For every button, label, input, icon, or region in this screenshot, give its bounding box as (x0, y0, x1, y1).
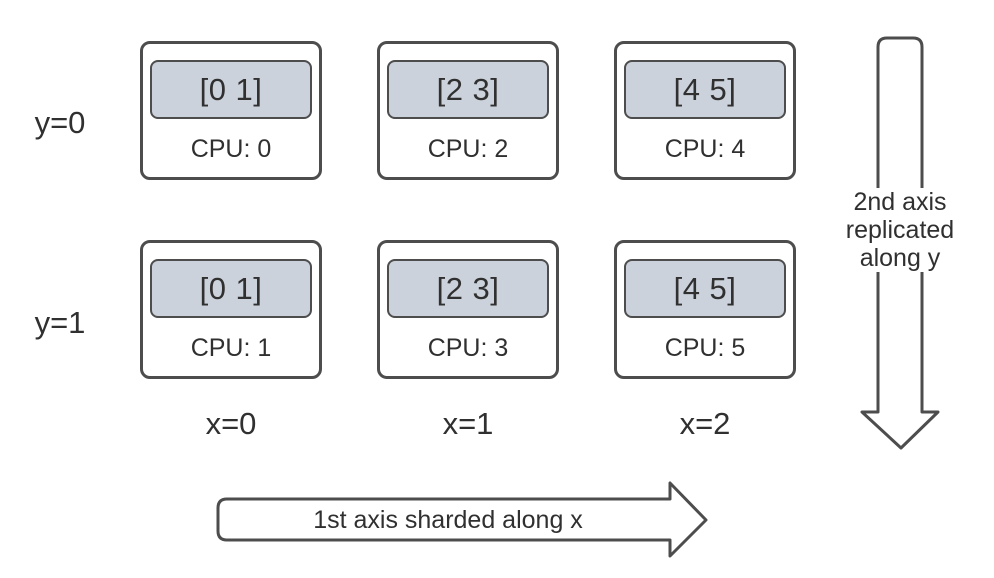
shard-data: [0 1] (150, 60, 312, 119)
col-label-x1: x=1 (442, 406, 494, 441)
right-arrow-icon (216, 481, 708, 558)
col-label-x2: x=2 (679, 406, 731, 441)
row-label-y1: y=1 (34, 305, 86, 340)
y-axis-caption-line: along y (859, 244, 941, 272)
cpu-label: CPU: 4 (664, 135, 746, 163)
shard-data: [0 1] (150, 259, 312, 318)
cpu-label: CPU: 5 (664, 334, 746, 362)
device-cpu-4: [4 5] CPU: 4 (614, 41, 796, 180)
shard-data: [2 3] (387, 60, 549, 119)
col-label-x0: x=0 (205, 406, 257, 441)
device-cpu-1: [0 1] CPU: 1 (140, 240, 322, 379)
device-cpu-3: [2 3] CPU: 3 (377, 240, 559, 379)
shard-data: [4 5] (624, 60, 786, 119)
shard-data: [2 3] (387, 259, 549, 318)
cpu-label: CPU: 3 (427, 334, 509, 362)
device-cpu-2: [2 3] CPU: 2 (377, 41, 559, 180)
y-axis-caption: 2nd axis replicated along y (835, 188, 965, 272)
device-cpu-5: [4 5] CPU: 5 (614, 240, 796, 379)
row-label-y0: y=0 (34, 105, 86, 140)
device-cpu-0: [0 1] CPU: 0 (140, 41, 322, 180)
cpu-label: CPU: 0 (190, 135, 272, 163)
x-axis-caption: 1st axis sharded along x (313, 506, 583, 534)
y-axis-caption-line: 2nd axis (853, 188, 947, 216)
cpu-label: CPU: 2 (427, 135, 509, 163)
shard-data: [4 5] (624, 259, 786, 318)
y-axis-caption-line: replicated (845, 216, 955, 244)
cpu-label: CPU: 1 (190, 334, 272, 362)
